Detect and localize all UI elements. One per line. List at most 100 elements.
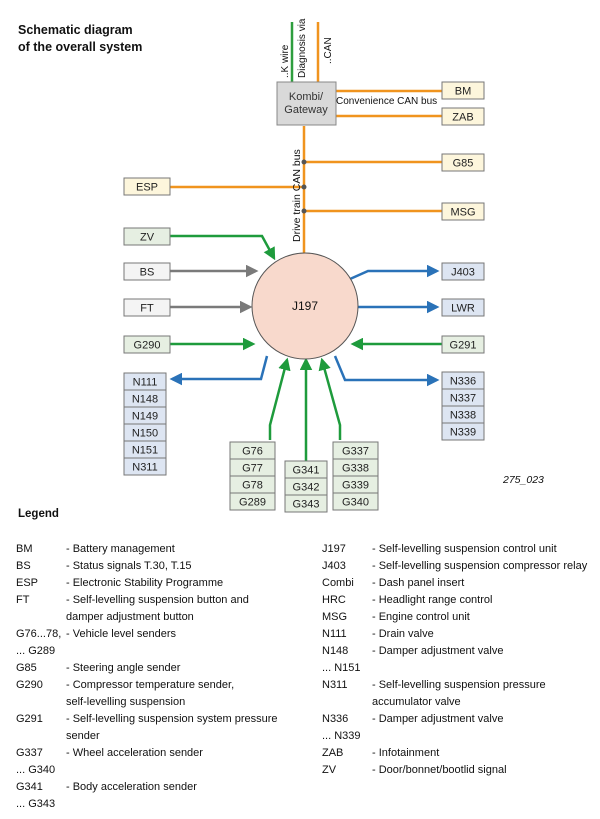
legend-entry: N336 ... N339- Damper adjustment valve (322, 711, 600, 745)
box-esp-label: ESP (136, 182, 158, 194)
legend-entry: ZV- Door/bonnet/bootlid signal (322, 762, 600, 779)
box-g289-frame (229, 492, 276, 511)
drivetrain-can-label: Drive train CAN bus (291, 149, 303, 242)
legend-code: J403 (322, 560, 346, 572)
component-boxes: BMZABG85ESPMSGZVBSFTG290J403LWRG291N111N… (123, 81, 485, 513)
box-g77: G77 (229, 458, 276, 477)
box-g85-label: G85 (453, 158, 474, 170)
box-n336: N336 (441, 371, 485, 390)
box-n337: N337 (441, 388, 485, 407)
legend-description: - Body acceleration sender (66, 781, 197, 793)
input-arrows-grey (170, 264, 259, 314)
box-n338: N338 (441, 405, 485, 424)
legend-entry: N148 ... N151- Damper adjustment valve (322, 643, 600, 677)
legend-description: - Door/bonnet/bootlid signal (372, 764, 507, 776)
legend-entry: Combi - Dash panel insert (322, 575, 600, 592)
box-g338: G338 (332, 458, 379, 477)
box-g340-frame (332, 492, 379, 511)
box-g337-label: G337 (342, 446, 369, 458)
box-g338-label: G338 (342, 463, 369, 475)
legend-code: ZAB (322, 747, 344, 759)
box-zv: ZV (123, 227, 171, 246)
legend-entry: J403 - Self-levelling suspension compress… (322, 558, 600, 575)
j197-control-unit: J197 (251, 252, 359, 360)
legend-description: - Infotainment (372, 747, 440, 759)
legend-code: N336 ... N339 (322, 713, 361, 742)
legend-description: - Status signals T.30, T.15 (66, 560, 192, 572)
legend-code: G337 ... G340 (16, 747, 56, 776)
box-g343-frame (284, 494, 328, 513)
legend-description: - Drain valve (372, 628, 434, 640)
legend-code: Combi (322, 577, 354, 589)
box-zv-label: ZV (140, 232, 155, 244)
gateway-label-line-2: Gateway (284, 104, 328, 116)
box-n151-label: N151 (132, 445, 158, 457)
legend-code: FT (16, 594, 30, 606)
box-g78: G78 (229, 475, 276, 494)
box-g291-label: G291 (450, 340, 477, 352)
box-g290-label: G290 (134, 340, 161, 352)
box-g76-label: G76 (242, 446, 263, 458)
legend-description: - Damper adjustment valve (372, 645, 504, 657)
box-j403-label: J403 (451, 267, 475, 279)
box-n338-label: N338 (450, 410, 476, 422)
box-zab-label: ZAB (452, 112, 473, 124)
box-zv-frame (123, 227, 171, 246)
box-lwr-label: LWR (451, 303, 475, 315)
diagnosis-label-line-2: ..CAN (323, 37, 334, 64)
legend-description: - Self-levelling suspension control unit (372, 543, 557, 555)
box-ft-label: FT (140, 303, 154, 315)
box-g339-label: G339 (342, 480, 369, 492)
box-n150: N150 (123, 423, 167, 442)
box-g290-frame (123, 335, 171, 354)
box-n148-label: N148 (132, 394, 158, 406)
box-g291-frame (441, 335, 485, 354)
box-n339-frame (441, 422, 485, 441)
box-ft-frame (123, 298, 171, 317)
legend-code: MSG (322, 611, 348, 623)
legend-description: - Dash panel insert (372, 577, 465, 589)
legend-code: BM (16, 543, 33, 555)
box-g337: G337 (332, 441, 379, 460)
box-n149: N149 (123, 406, 167, 425)
box-g343-label: G343 (293, 499, 320, 511)
gateway-box: Kombi/ Gateway (276, 81, 337, 126)
box-g342: G342 (284, 477, 328, 496)
box-msg: MSG (441, 202, 485, 221)
box-n339: N339 (441, 422, 485, 441)
box-g76: G76 (229, 441, 276, 460)
box-g343: G343 (284, 494, 328, 513)
legend-code: J197 (322, 543, 346, 555)
box-ft: FT (123, 298, 171, 317)
output-arrows-blue (169, 264, 440, 387)
legend-title: Legend (18, 508, 59, 520)
legend-description: - Vehicle level senders (66, 628, 177, 640)
gateway-label-line-1: Kombi/ (289, 91, 324, 103)
legend-code: N111 (322, 628, 347, 640)
box-bs-label: BS (140, 267, 155, 279)
box-bm: BM (441, 81, 485, 100)
box-bs: BS (123, 262, 171, 281)
legend-code: G291 (16, 713, 43, 725)
legend-code: G341 ... G343 (16, 781, 56, 810)
box-n339-label: N339 (450, 427, 476, 439)
box-n311-frame (123, 457, 167, 476)
box-n150-label: N150 (132, 428, 158, 440)
legend-right-column: J197 - Self-levelling suspension control … (322, 541, 600, 779)
box-g77-label: G77 (242, 463, 263, 475)
legend-description: - Self-levelling suspension system press… (66, 713, 278, 742)
title-line-2: of the overall system (18, 40, 143, 54)
legend-entry: BM- Battery management (16, 541, 316, 558)
figure-number: 275_023 (502, 474, 544, 486)
box-g289: G289 (229, 492, 276, 511)
legend-description: - Self-levelling suspension pressure acc… (372, 679, 546, 708)
box-g290: G290 (123, 335, 171, 354)
legend-description: - Self-levelling suspension compressor r… (372, 560, 588, 572)
legend-entry: FT- Self-levelling suspension button and… (16, 592, 316, 626)
box-n111: N111 (123, 372, 167, 391)
can-junctions (301, 159, 307, 214)
legend-code: HRC (322, 594, 346, 606)
box-bs-frame (123, 262, 171, 281)
box-zab-frame (441, 107, 485, 126)
title-line-1: Schematic diagram (18, 23, 133, 37)
